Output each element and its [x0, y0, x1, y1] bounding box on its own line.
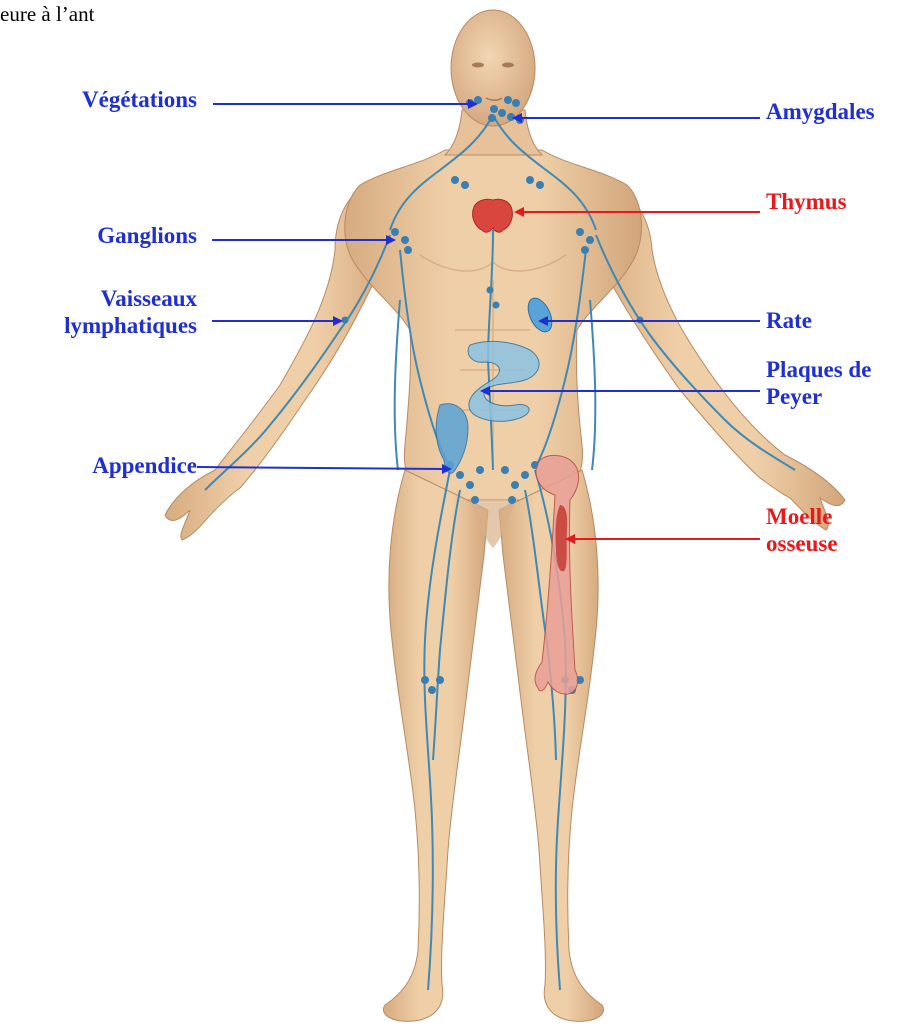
label-appendice: Appendice [92, 452, 197, 479]
left-leg [383, 470, 488, 1021]
label-vaisseaux-lymphatiques: Vaisseaux lymphatiques [64, 285, 197, 339]
label-plaques-line1: Plaques de [766, 356, 871, 383]
label-ganglions: Ganglions [97, 222, 197, 249]
thymus-organ [473, 199, 513, 232]
label-rate: Rate [766, 307, 812, 334]
label-vaisseaux-line2: lymphatiques [64, 312, 197, 339]
label-amygdales: Amygdales [766, 98, 875, 125]
label-moelle-line2: osseuse [766, 530, 838, 557]
bone-marrow [555, 505, 567, 571]
label-vaisseaux-line1: Vaisseaux [64, 285, 197, 312]
label-plaques-de-peyer: Plaques de Peyer [766, 356, 871, 410]
label-thymus: Thymus [766, 188, 847, 215]
amygdales-pointer [512, 113, 760, 123]
body-silhouette [165, 10, 845, 1021]
label-vegetations: Végétations [82, 86, 197, 113]
label-moelle-line1: Moelle [766, 503, 838, 530]
label-moelle-osseuse: Moelle osseuse [766, 503, 838, 557]
label-plaques-line2: Peyer [766, 383, 871, 410]
vegetations-pointer [213, 99, 478, 109]
